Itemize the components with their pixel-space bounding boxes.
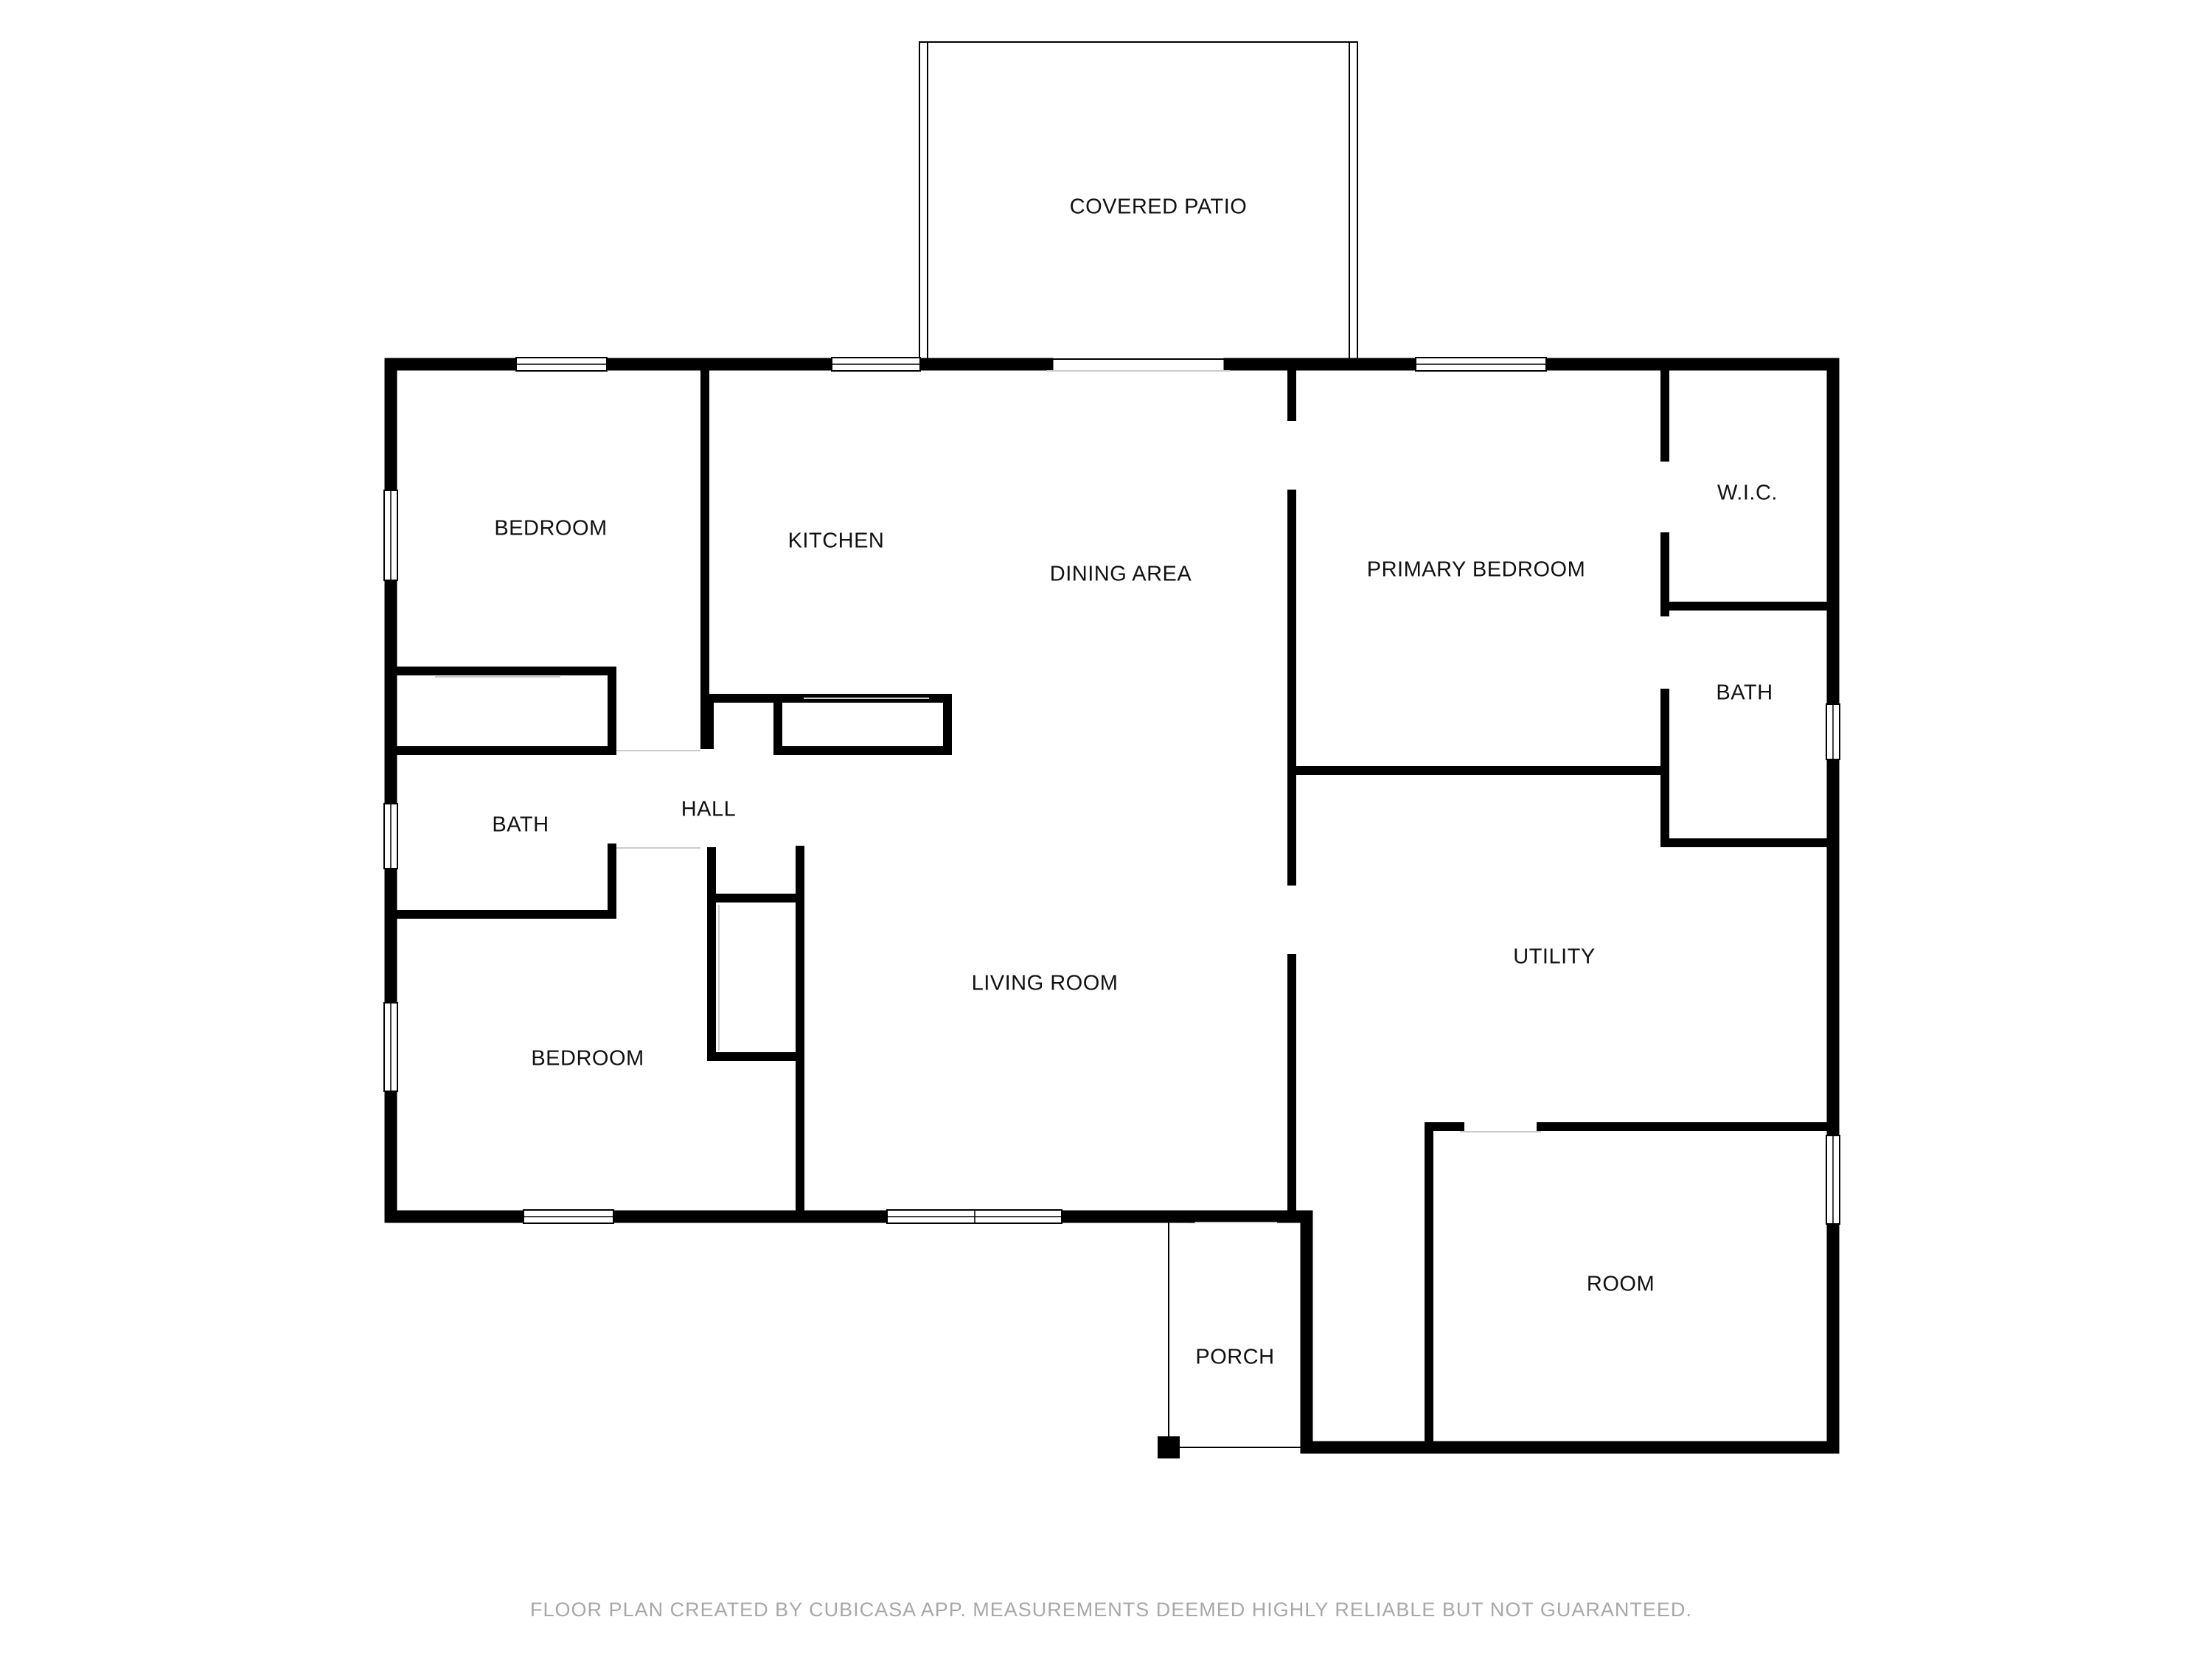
label-hall: HALL [681,798,737,821]
disclaimer-text: FLOOR PLAN CREATED BY CUBICASA APP. MEAS… [530,1599,1692,1621]
label-bedroom-top: BEDROOM [494,517,607,540]
label-primary-bedroom: PRIMARY BEDROOM [1367,558,1585,582]
label-bedroom-bottom: BEDROOM [531,1047,644,1071]
label-room: ROOM [1587,1273,1655,1296]
label-covered-patio: COVERED PATIO [1070,195,1248,219]
label-wic: W.I.C. [1717,481,1778,505]
label-dining-area: DINING AREA [1050,563,1192,586]
label-porch: PORCH [1195,1346,1274,1369]
interior-walls [386,360,1833,1452]
label-utility: UTILITY [1513,945,1595,969]
label-bath-left: BATH [492,813,549,837]
label-living-room: LIVING ROOM [972,972,1119,995]
covered-patio-outline [919,41,1358,360]
windows [383,357,1840,1225]
label-kitchen: KITCHEN [788,529,885,553]
label-bath-right: BATH [1716,681,1773,705]
door-openings [435,370,1541,1223]
porch-outline [1129,1210,1307,1458]
